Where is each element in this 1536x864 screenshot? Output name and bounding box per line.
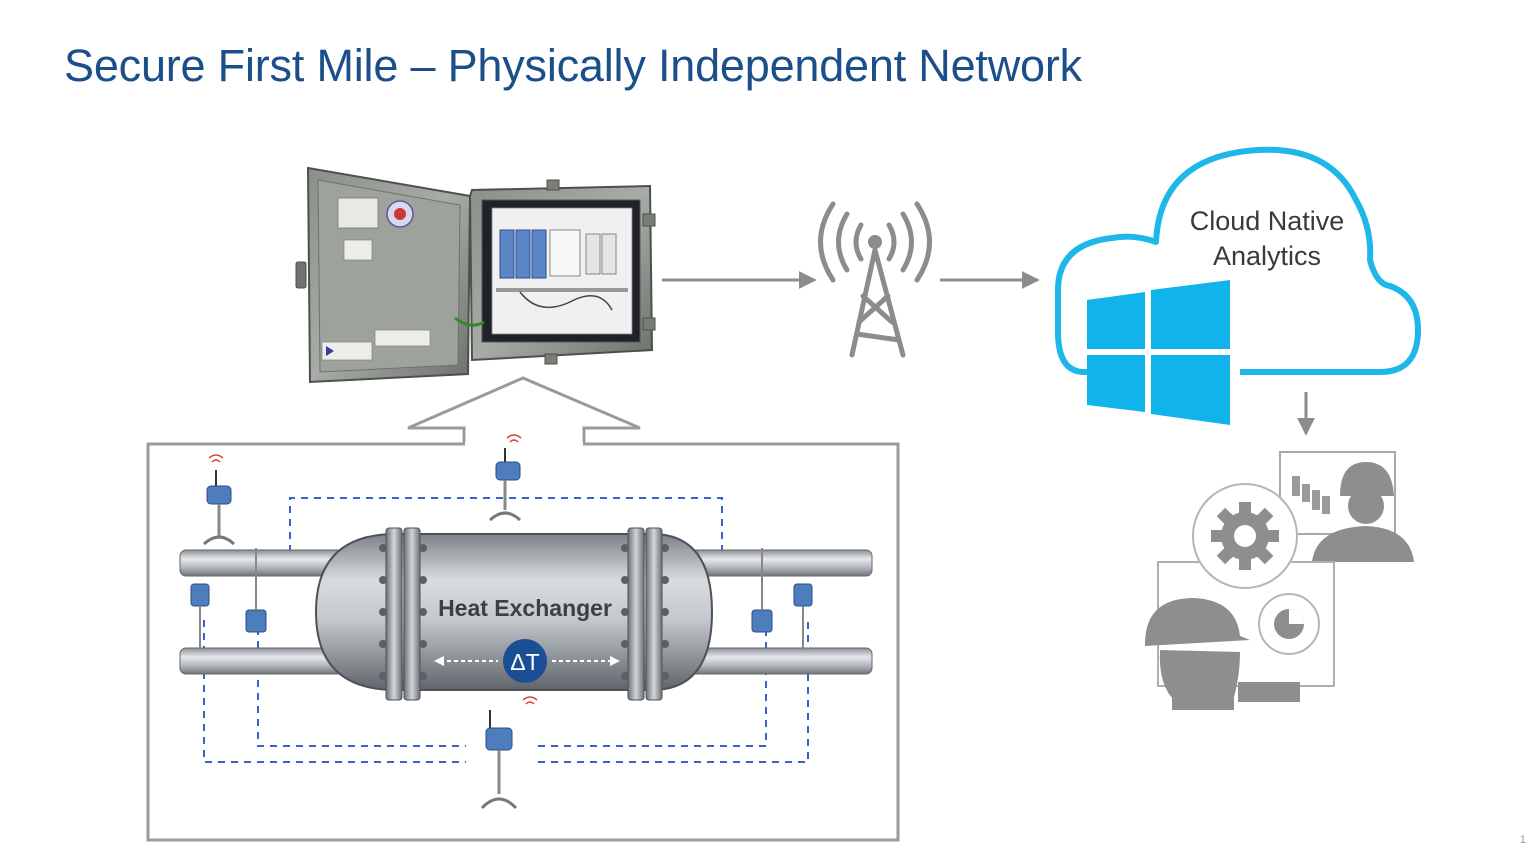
page-number: 1	[1519, 834, 1526, 846]
transmitter-pipe-right-inner-icon	[751, 548, 773, 633]
cloud-label-line2: Analytics	[1213, 241, 1321, 271]
gateway-enclosure	[295, 166, 656, 384]
gear-icon	[1211, 502, 1279, 570]
transmitter-top-center-icon	[488, 434, 522, 522]
heat-exchanger-vessel	[314, 527, 714, 701]
transmitter-pipe-right-outer-icon	[793, 583, 813, 650]
cloud-shape	[1055, 146, 1421, 375]
transmitter-bottom-center-icon	[480, 696, 538, 810]
cloud-label-line1: Cloud Native	[1190, 206, 1345, 236]
worker-right-icon	[1312, 462, 1414, 562]
transmitter-pipe-left-outer-icon	[190, 583, 210, 650]
worker-left-icon	[1145, 598, 1300, 710]
transmitter-pipe-left-inner-icon	[245, 548, 267, 633]
analytics-users-icon	[1145, 451, 1414, 710]
heat-exchanger-label: Heat Exchanger	[438, 595, 612, 621]
delta-t-label: ΔT	[510, 649, 539, 675]
radio-tower-icon	[818, 201, 932, 358]
slide-title: Secure First Mile – Physically Independe…	[64, 40, 1082, 91]
windows-logo-icon	[1087, 280, 1230, 425]
pie-chart-icon	[1274, 609, 1304, 639]
transmitter-top-left-icon	[202, 454, 236, 546]
delta-t-badge	[503, 639, 547, 683]
bar-chart-icon	[1292, 476, 1330, 514]
